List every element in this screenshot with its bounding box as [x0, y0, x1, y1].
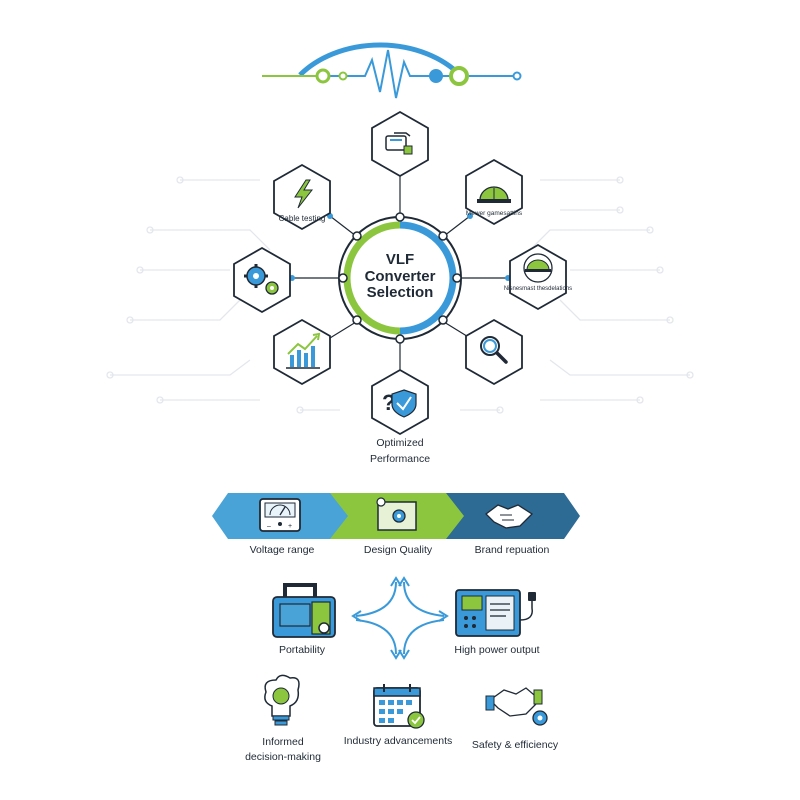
portability-icon [272, 583, 336, 638]
voltmeter-icon: – + [259, 498, 301, 532]
industry-advancements-label: Industry advancements [343, 735, 453, 747]
optimized-line2: Performance [369, 452, 431, 465]
safety-efficiency-label: Safety & efficiency [471, 739, 559, 751]
high-power-icon [455, 589, 536, 637]
lightning-icon [294, 179, 314, 209]
magnifier-icon [480, 336, 508, 364]
hex-top [371, 110, 429, 178]
gears-icon [244, 264, 279, 295]
informed-decision-label: Informed decision-making [245, 735, 321, 765]
center-title-line2: Converter [364, 267, 436, 285]
lightbulb-brain-icon [264, 674, 300, 726]
informed-line2: decision-making [245, 751, 321, 764]
helmet-badge-icon [523, 253, 553, 283]
calendar-check-icon [373, 684, 425, 729]
blueprint-gear-icon [376, 497, 417, 531]
center-title: VLF Converter Selection [300, 251, 500, 302]
four-way-arrows [351, 576, 449, 660]
cable-testing-label: Cable testing [278, 214, 326, 223]
svg-text:–: – [267, 523, 271, 530]
brand-reputation-label: Brand repuation [474, 544, 550, 556]
high-power-label: High power output [454, 644, 540, 656]
spokes [292, 172, 508, 370]
portability-label: Portability [278, 644, 326, 656]
svg-text:+: + [288, 523, 292, 530]
shield-question-icon: ? [382, 389, 417, 418]
informed-line1: Informed [262, 736, 304, 748]
hex-bottom-left [273, 318, 331, 386]
growth-chart-icon [286, 332, 321, 369]
connector-icon [385, 132, 413, 155]
circuit-background [106, 176, 694, 414]
assessment-label: Nisnesmast thesdelations [503, 286, 573, 292]
voltage-range-label: Voltage range [249, 544, 315, 556]
optimized-line1: Optimized [376, 437, 424, 449]
header-logo [262, 42, 522, 99]
safety-helmet-label: Mewer gamesattins [465, 210, 523, 217]
handshake-gear-icon [485, 687, 548, 726]
handshake-icon [485, 504, 534, 529]
center-title-line1: VLF [385, 251, 415, 268]
center-title-line3: Selection [366, 284, 434, 301]
center-ring [338, 212, 462, 344]
design-quality-label: Design Quality [363, 544, 433, 556]
optimized-performance-label: Optimized Performance [320, 436, 480, 468]
helmet-icon [477, 186, 511, 203]
